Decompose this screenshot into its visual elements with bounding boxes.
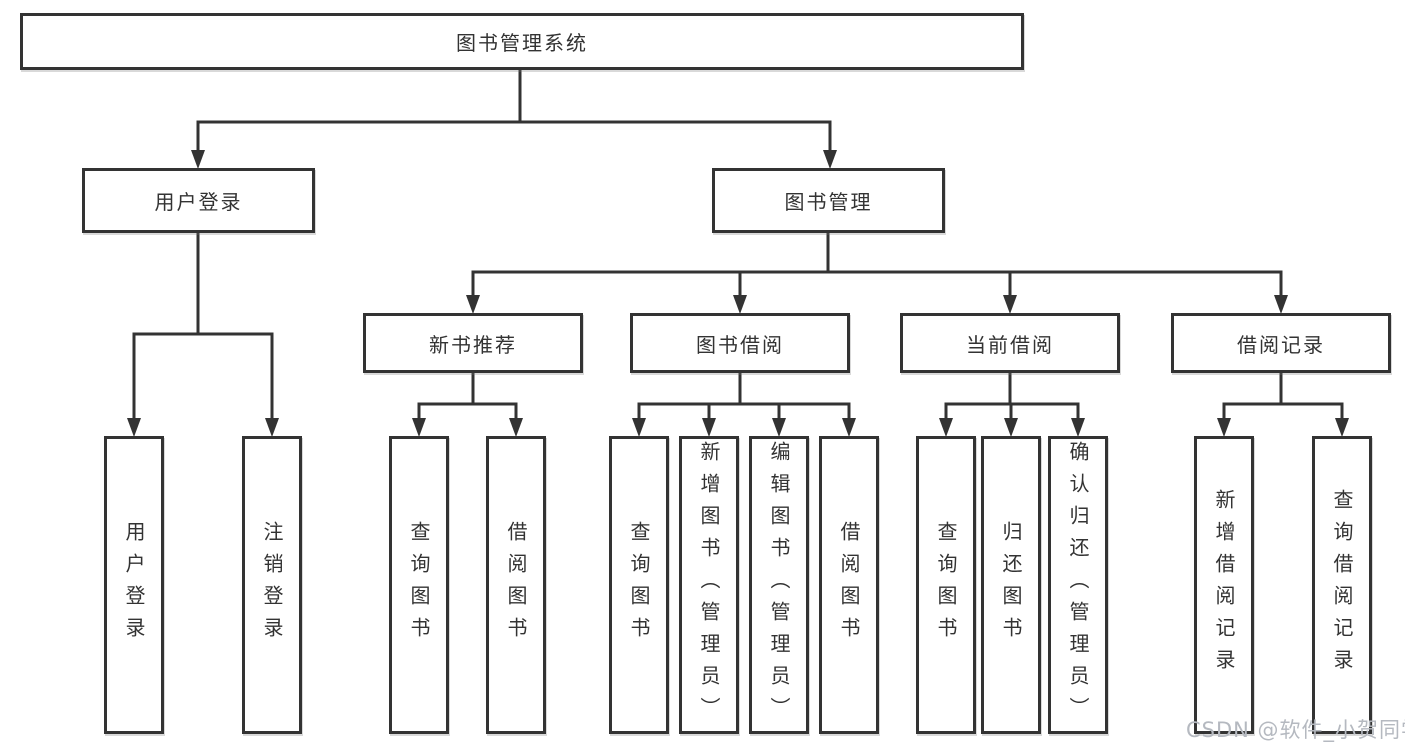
leaf-user-login: 用户登录 <box>104 436 164 734</box>
leaf-logout-label: 注销登录 <box>260 521 284 649</box>
node-borrow-records-label: 借阅记录 <box>1237 332 1325 357</box>
leaf-borrow-book-2-label: 借阅图书 <box>837 521 861 649</box>
node-book-management: 图书管理 <box>712 168 945 233</box>
leaf-query-borrow-record: 查询借阅记录 <box>1312 436 1372 734</box>
leaf-query-book-2: 查询图书 <box>609 436 669 734</box>
leaf-edit-book-admin-label: 编辑图书（管理员） <box>767 441 791 729</box>
node-new-book-recommend: 新书推荐 <box>363 313 583 373</box>
node-book-borrow-label: 图书借阅 <box>696 332 784 357</box>
leaf-confirm-return-admin: 确认归还（管理员） <box>1048 436 1108 734</box>
watermark: CSDN @软件_小贺同学 <box>1186 718 1405 742</box>
node-current-borrow: 当前借阅 <box>900 313 1120 373</box>
leaf-add-borrow-record: 新增借阅记录 <box>1194 436 1254 734</box>
leaf-borrow-book-1-label: 借阅图书 <box>504 521 528 649</box>
leaf-add-borrow-record-label: 新增借阅记录 <box>1212 489 1236 681</box>
leaf-borrow-book-1: 借阅图书 <box>486 436 546 734</box>
node-user-login-label: 用户登录 <box>154 190 243 214</box>
node-book-borrow: 图书借阅 <box>630 313 850 373</box>
leaf-confirm-return-admin-label: 确认归还（管理员） <box>1066 441 1090 729</box>
leaf-return-book: 归还图书 <box>981 436 1041 734</box>
leaf-return-book-label: 归还图书 <box>999 521 1023 649</box>
node-user-login: 用户登录 <box>82 168 315 233</box>
leaf-query-book-1-label: 查询图书 <box>407 521 431 649</box>
leaf-query-borrow-record-label: 查询借阅记录 <box>1330 489 1354 681</box>
leaf-logout: 注销登录 <box>242 436 302 734</box>
leaf-query-book-3-label: 查询图书 <box>934 521 958 649</box>
node-root-label: 图书管理系统 <box>456 31 588 55</box>
node-borrow-records: 借阅记录 <box>1171 313 1391 373</box>
node-root: 图书管理系统 <box>20 13 1024 70</box>
node-current-borrow-label: 当前借阅 <box>966 332 1054 357</box>
leaf-add-book-admin: 新增图书（管理员） <box>679 436 739 734</box>
leaf-user-login-label: 用户登录 <box>122 521 146 649</box>
node-book-management-label: 图书管理 <box>784 190 873 214</box>
leaf-add-book-admin-label: 新增图书（管理员） <box>697 441 721 729</box>
leaf-query-book-2-label: 查询图书 <box>627 521 651 649</box>
node-new-book-recommend-label: 新书推荐 <box>429 332 517 357</box>
leaf-query-book-3: 查询图书 <box>916 436 976 734</box>
leaf-borrow-book-2: 借阅图书 <box>819 436 879 734</box>
leaf-edit-book-admin: 编辑图书（管理员） <box>749 436 809 734</box>
leaf-query-book-1: 查询图书 <box>389 436 449 734</box>
